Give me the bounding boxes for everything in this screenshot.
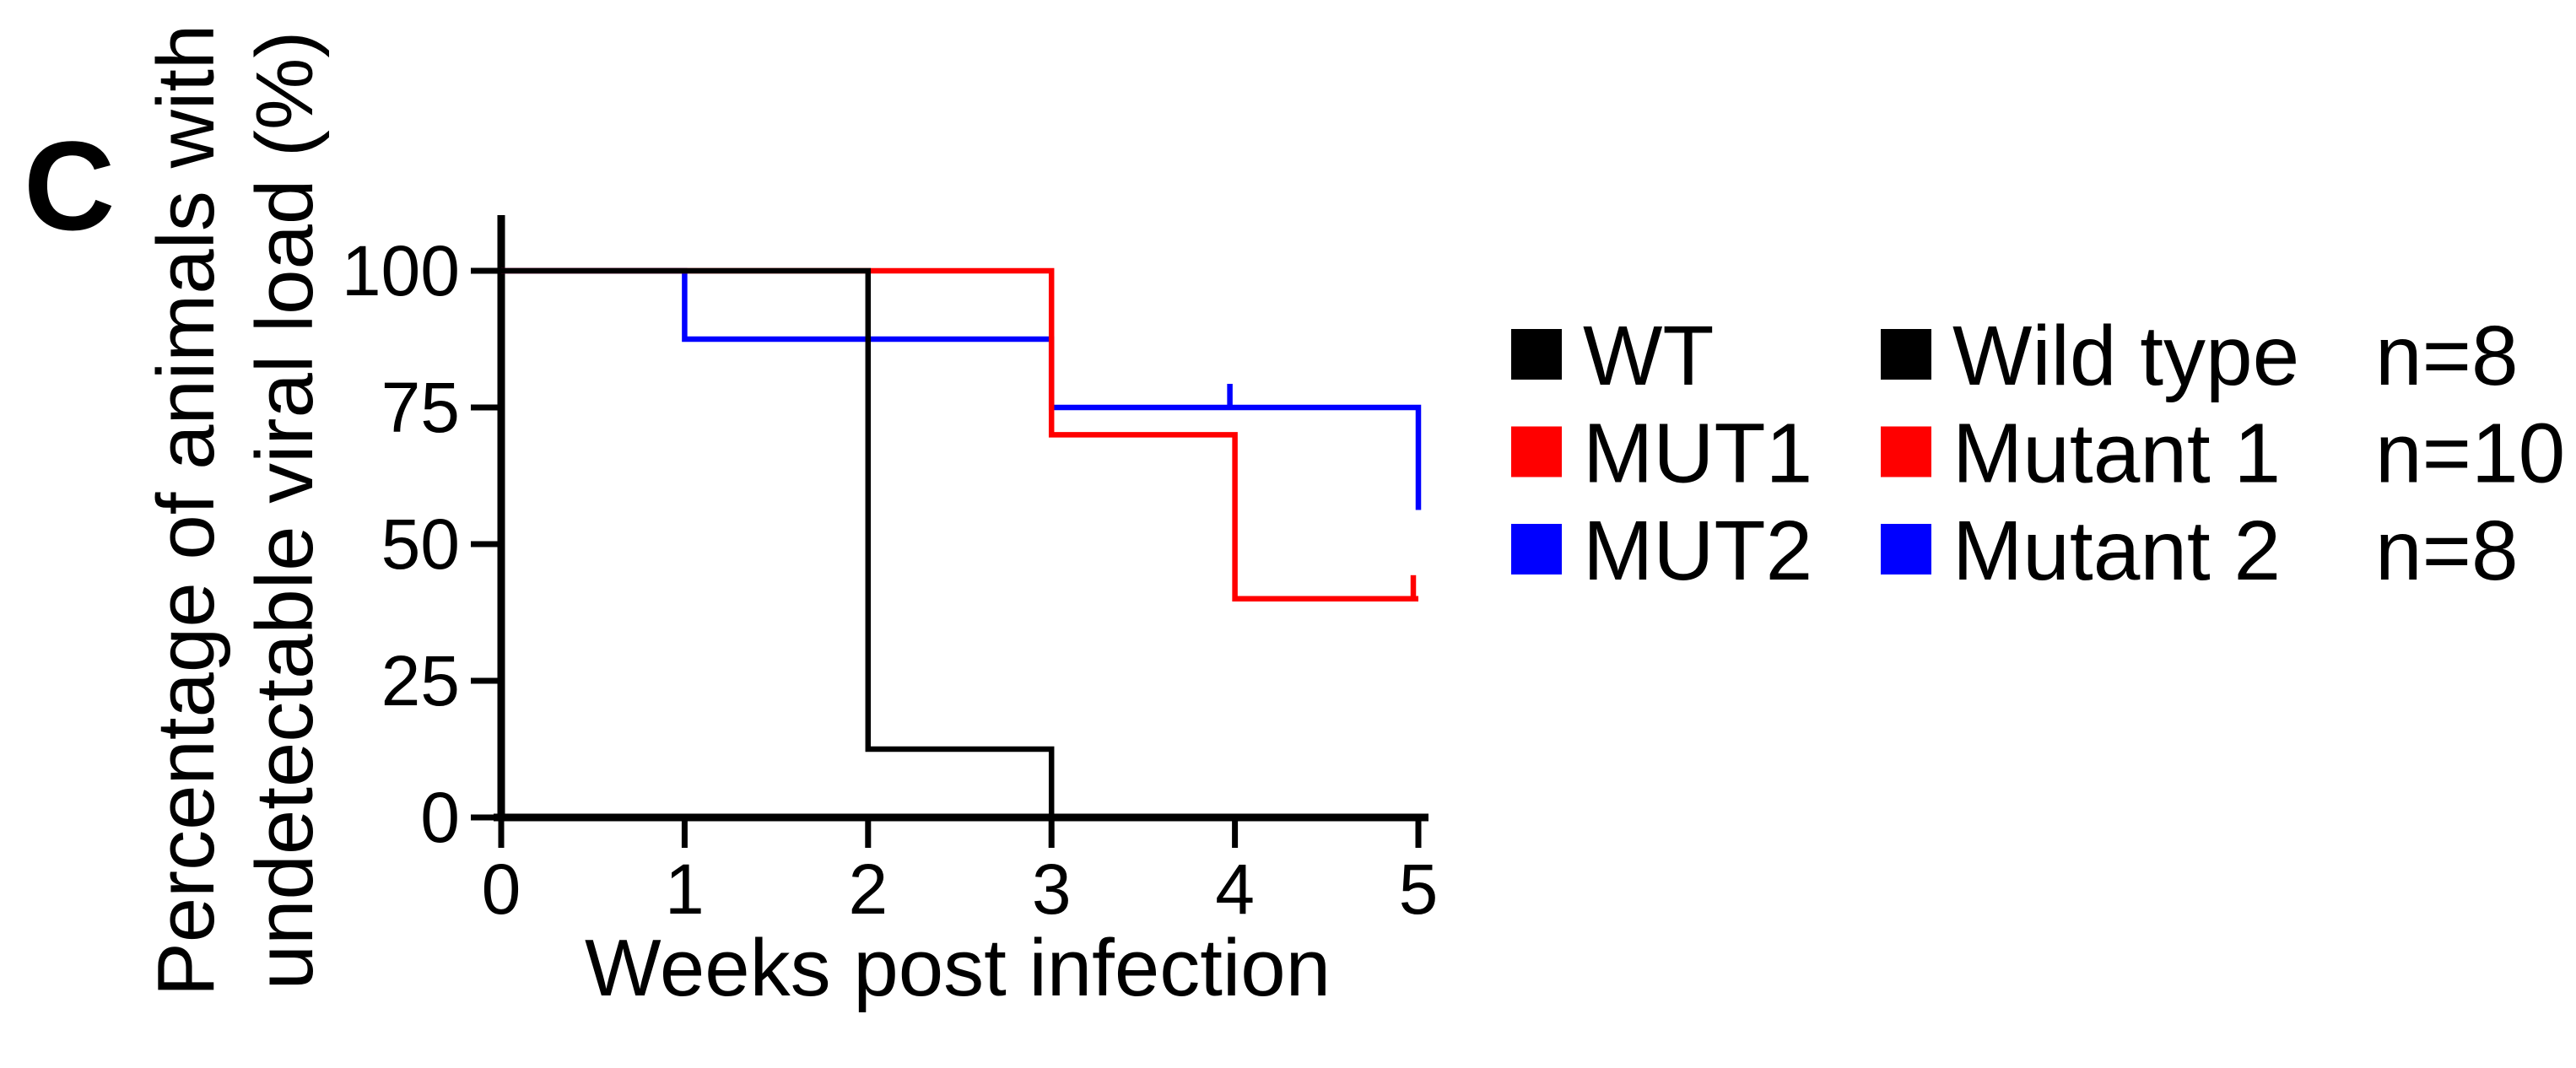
y-axis-title-line2: undetectable viral load (%) [240, 31, 330, 990]
x-tick-label: 5 [1399, 850, 1439, 929]
legend-label-short: MUT2 [1583, 504, 1812, 598]
legend-swatch-long [1881, 426, 1931, 477]
x-axis-title: Weeks post infection [585, 923, 1331, 1013]
x-axis: 0 1 2 3 4 5 [482, 813, 1439, 929]
mut1-curve [501, 267, 1418, 602]
y-axis-title-line1: Percentage of animals with [141, 24, 231, 997]
x-tick-label: 3 [1032, 850, 1072, 929]
legend-label-short: WT [1583, 309, 1714, 403]
legend-label-long: Mutant 2 [1952, 504, 2281, 598]
legend-swatch-long [1881, 329, 1931, 380]
legend-swatch-short [1511, 426, 1562, 477]
y-tick-label: 0 [420, 778, 460, 857]
legend-swatch-short [1511, 524, 1562, 574]
x-tick-label: 4 [1215, 850, 1255, 929]
y-tick-label: 100 [342, 231, 460, 310]
legend-count-label: n=10 [2375, 407, 2565, 501]
legend-label-long: Mutant 1 [1952, 407, 2281, 501]
legend-swatch-short [1511, 329, 1562, 380]
x-tick-label: 2 [848, 850, 888, 929]
x-tick-label: 1 [665, 850, 705, 929]
wt-curve [501, 267, 1418, 821]
y-axis: 0 25 50 75 100 [342, 215, 505, 857]
y-tick-label: 75 [381, 368, 460, 447]
legend-label-long: Wild type [1952, 309, 2299, 403]
y-tick-label: 25 [381, 641, 460, 720]
legend-label-short: MUT1 [1583, 407, 1812, 501]
y-tick-label: 50 [381, 504, 460, 584]
x-tick-label: 0 [482, 850, 521, 929]
legend-count-label: n=8 [2375, 504, 2519, 598]
legend-count-label: n=8 [2375, 309, 2519, 403]
legend-swatch-long [1881, 524, 1931, 574]
curves [501, 267, 1422, 821]
panel-letter: C [24, 115, 115, 256]
mut2-curve [501, 267, 1422, 510]
